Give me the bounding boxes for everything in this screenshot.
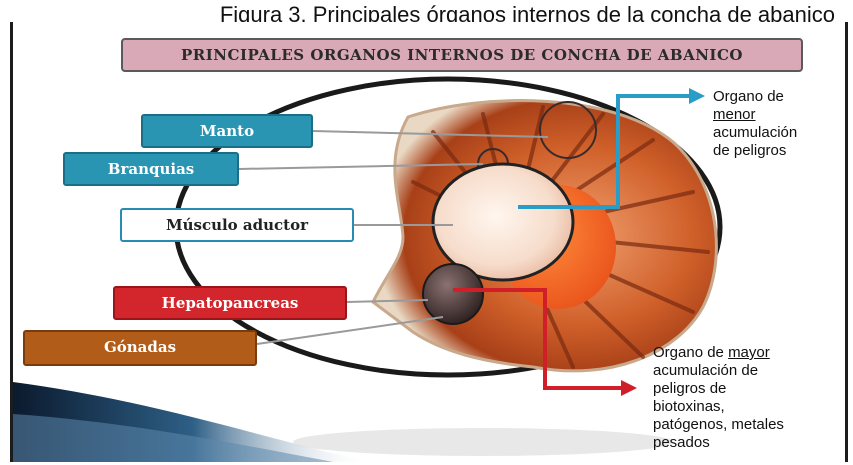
note-mayor-prefix: Organo de: [653, 344, 728, 361]
note-menor-line3: acumulación: [713, 124, 848, 142]
adductor-muscle: [433, 164, 573, 280]
label-gonadas: Gónadas: [23, 330, 257, 366]
note-mayor-line6: pesados: [653, 434, 848, 452]
note-mayor-line2: acumulación de: [653, 362, 848, 380]
note-menor-acumulacion: Organo de menor acumulación de peligros: [713, 88, 848, 160]
mayor-arrowhead: [621, 380, 637, 396]
shadow-ellipse: [293, 428, 673, 456]
note-mayor-line4: biotoxinas,: [653, 398, 848, 416]
note-menor-line1: Organo de: [713, 88, 848, 106]
slide: PRINCIPALES ORGANOS INTERNOS DE CONCHA D…: [10, 22, 848, 462]
note-mayor-line5: patógenos, metales: [653, 416, 848, 434]
note-mayor-line3: peligros de: [653, 380, 848, 398]
hepatopancreas-organ: [423, 264, 483, 324]
menor-arrowhead: [689, 88, 705, 104]
label-musculo-aductor: Músculo aductor: [120, 208, 354, 242]
label-branquias: Branquias: [63, 152, 239, 186]
label-manto: Manto: [141, 114, 313, 148]
note-menor-line4: de peligros: [713, 142, 848, 160]
title-banner: PRINCIPALES ORGANOS INTERNOS DE CONCHA D…: [121, 38, 803, 72]
note-mayor-acumulacion: Organo de mayor acumulación de peligros …: [653, 344, 848, 452]
label-hepatopancreas: Hepatopancreas: [113, 286, 347, 320]
note-menor-underlined: menor: [713, 106, 848, 124]
note-mayor-underlined: mayor: [728, 344, 770, 361]
